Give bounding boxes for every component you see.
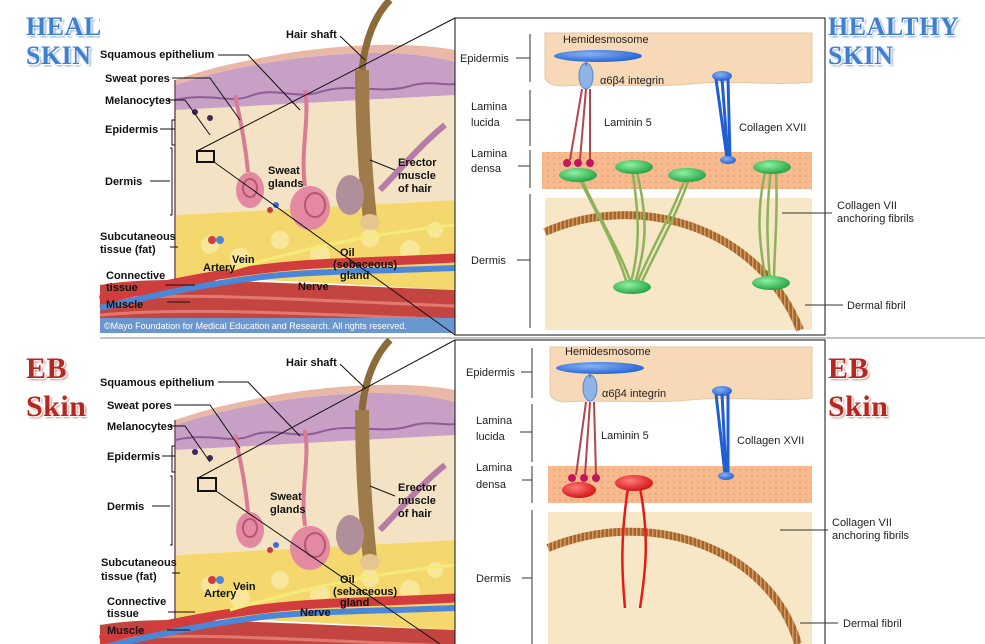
eb-title-right-line2: Skin <box>828 390 889 423</box>
label-collagen-vii-1: Collagen VII <box>837 200 897 212</box>
label-layer-dermis: Dermis <box>471 255 506 267</box>
label-subcutaneous-2: tissue (fat) <box>100 244 156 256</box>
label-lamina-lucida-1: Lamina <box>471 101 508 113</box>
eb-label-lamina-lucida-1: Lamina <box>476 415 513 427</box>
label-erector-2: muscle <box>398 170 436 182</box>
label-dermis: Dermis <box>105 176 142 188</box>
label-artery: Artery <box>203 262 236 274</box>
eb-zoom-box <box>197 477 217 492</box>
label-connective-1: Connective <box>106 270 165 282</box>
healthy-title-right: HEALTHY SKIN <box>828 14 959 69</box>
healthy-leader-lines <box>150 35 396 303</box>
eb-label-epidermis: Epidermis <box>107 451 160 463</box>
eb-label-connective-1: Connective <box>107 596 166 608</box>
zoom-lines <box>196 17 456 644</box>
eb-label-melanocytes: Melanocytes <box>107 421 173 433</box>
eb-label-lamina-densa-1: Lamina <box>476 462 513 474</box>
eb-membrane-panel: Hemidesmosome α6β4 integrin Laminin 5 Co… <box>454 339 910 644</box>
eb-label-subcutaneous-2: tissue (fat) <box>101 571 157 583</box>
label-integrin: α6β4 integrin <box>600 75 664 87</box>
eb-label-dermis: Dermis <box>107 501 144 513</box>
label-lamina-densa-2: densa <box>471 163 502 175</box>
healthy-title-right-line2: SKIN <box>828 41 894 70</box>
eb-title-right: EB Skin <box>828 354 888 422</box>
eb-label-vein: Vein <box>233 581 256 593</box>
eb-label-collagen-xvii: Collagen XVII <box>737 435 804 447</box>
label-hair-shaft: Hair shaft <box>286 29 337 41</box>
eb-label-oil-3: gland <box>340 597 369 609</box>
eb-label-hair-shaft: Hair shaft <box>286 357 337 369</box>
eb-label-sweat-pores: Sweat pores <box>107 400 172 412</box>
label-erector-3: of hair <box>398 183 432 195</box>
label-collagen-vii-2: anchoring fibrils <box>837 213 915 225</box>
eb-label-hemidesmosome: Hemidesmosome <box>565 346 651 358</box>
label-epidermis: Epidermis <box>105 124 158 136</box>
eb-label-squamous-epithelium: Squamous epithelium <box>100 377 215 389</box>
label-hemidesmosome: Hemidesmosome <box>563 34 649 46</box>
label-layer-epidermis: Epidermis <box>460 53 509 65</box>
eb-label-laminin: Laminin 5 <box>601 430 649 442</box>
eb-label-subcutaneous-1: Subcutaneous <box>101 557 177 569</box>
copyright-text: ©Mayo Foundation for Medical Education a… <box>104 321 407 331</box>
zoom-box <box>196 150 215 163</box>
eb-title-right-line1: EB <box>828 352 870 385</box>
label-lamina-lucida-2: lucida <box>471 117 501 129</box>
eb-label-integrin: α6β4 integrin <box>602 388 666 400</box>
healthy-title-right-line1: HEALTHY <box>828 12 960 41</box>
label-lamina-densa-1: Lamina <box>471 148 508 160</box>
label-oil-1: Oil <box>340 247 355 259</box>
healthy-title-line2: SKIN <box>26 41 92 70</box>
eb-label-sweat-glands-1: Sweat <box>270 491 302 503</box>
label-dermal-fibril: Dermal fibril <box>847 300 906 312</box>
eb-title-left: EB Skin <box>26 354 86 422</box>
eb-label-lamina-lucida-2: lucida <box>476 431 506 443</box>
eb-label-oil-2: (sebaceous) <box>333 586 398 598</box>
eb-leader-lines <box>152 363 396 631</box>
eb-label-erector-1: Erector <box>398 482 437 494</box>
eb-label-collagen-vii-1: Collagen VII <box>832 517 892 529</box>
label-oil-3: gland <box>340 270 369 282</box>
eb-title-line2: Skin <box>26 390 87 423</box>
eb-label-layer-epidermis: Epidermis <box>466 367 515 379</box>
label-melanocytes: Melanocytes <box>105 95 171 107</box>
eb-title-line1: EB <box>26 352 68 385</box>
eb-label-layer-dermis: Dermis <box>476 573 511 585</box>
label-laminin: Laminin 5 <box>604 117 652 129</box>
eb-label-connective-2: tissue <box>107 608 139 620</box>
label-vein: Vein <box>232 254 255 266</box>
label-sweat-glands-1: Sweat <box>268 165 300 177</box>
eb-label-erector-3: of hair <box>398 508 432 520</box>
eb-label-collagen-vii-2: anchoring fibrils <box>832 530 910 542</box>
eb-label-sweat-glands-2: glands <box>270 504 305 516</box>
label-connective-2: tissue <box>106 282 138 294</box>
label-sweat-pores: Sweat pores <box>105 73 170 85</box>
label-sweat-glands-2: glands <box>268 178 303 190</box>
eb-skin-section: Hair shaft Squamous epithelium Sweat por… <box>100 340 455 644</box>
eb-label-nerve: Nerve <box>300 607 331 619</box>
healthy-membrane-panel: Hemidesmosome α6β4 integrin Laminin 5 Co… <box>454 17 915 336</box>
label-oil-2: (sebaceous) <box>333 259 398 271</box>
eb-label-muscle: Muscle <box>107 625 144 637</box>
eb-label-erector-2: muscle <box>398 495 436 507</box>
label-erector-1: Erector <box>398 157 437 169</box>
copyright-bar <box>100 318 455 333</box>
eb-label-artery: Artery <box>204 588 237 600</box>
label-collagen-xvii: Collagen XVII <box>739 122 806 134</box>
label-subcutaneous-1: Subcutaneous <box>100 231 176 243</box>
eb-label-dermal-fibril: Dermal fibril <box>843 618 902 630</box>
eb-label-lamina-densa-2: densa <box>476 479 507 491</box>
healthy-skin-section: ©Mayo Foundation for Medical Education a… <box>100 0 455 333</box>
label-squamous-epithelium: Squamous epithelium <box>100 49 215 61</box>
label-muscle: Muscle <box>106 299 143 311</box>
label-nerve: Nerve <box>298 281 329 293</box>
